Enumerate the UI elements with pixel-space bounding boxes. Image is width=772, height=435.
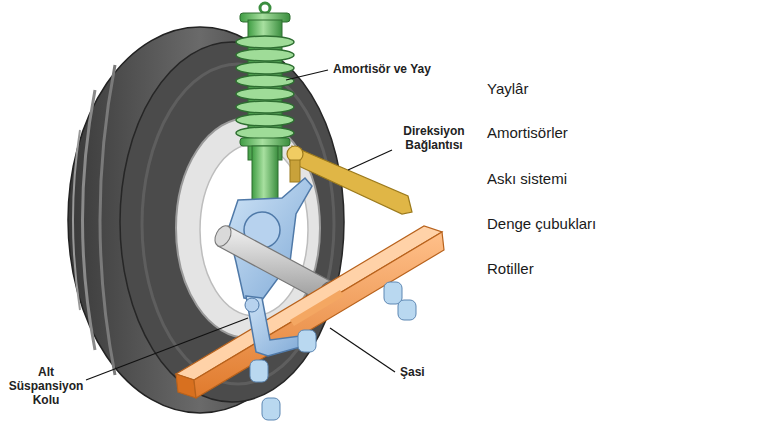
list-item: Askı sistemi [487,170,567,188]
list-item: Denge çubukları [487,215,596,233]
leader-line [86,318,248,380]
part-label: Alt Süspansiyon Kolu [4,365,88,407]
list-item: Amortisörler [487,124,568,142]
leader-line [286,70,328,80]
leader-line [348,150,392,170]
shock-absorber-spring [236,3,294,204]
chassis-bushing [250,282,416,420]
part-label: Amortisör ve Yay [333,62,431,76]
chassis-beam [176,226,444,398]
list-item: Rotiller [487,260,534,278]
part-label: Direksiyon Bağlantısı [388,124,480,152]
list-item: Yaylâr [487,80,528,98]
lower-control-arm [245,296,304,356]
tire [68,27,344,413]
leader-lines [86,70,395,380]
leader-line [330,328,395,372]
part-label: Şasi [400,365,425,379]
